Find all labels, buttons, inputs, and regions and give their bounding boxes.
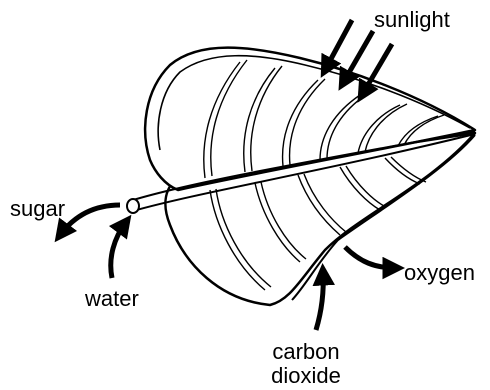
- carbon-dioxide-label-line1: carbon: [256, 340, 356, 364]
- sugar-label: sugar: [10, 197, 65, 221]
- oxygen-label: oxygen: [404, 261, 475, 285]
- carbon-dioxide-label-line2: dioxide: [256, 364, 356, 388]
- sunlight-arrow: [325, 20, 352, 70]
- carbon-dioxide-label: carbon dioxide: [256, 340, 356, 388]
- sunlight-label: sunlight: [374, 8, 450, 32]
- stem-opening: [127, 199, 139, 213]
- water-label: water: [85, 287, 139, 311]
- carbon-dioxide-arrow: [316, 272, 323, 330]
- water-arrow: [111, 222, 126, 278]
- oxygen-arrow: [345, 247, 396, 268]
- sugar-arrow: [60, 205, 120, 235]
